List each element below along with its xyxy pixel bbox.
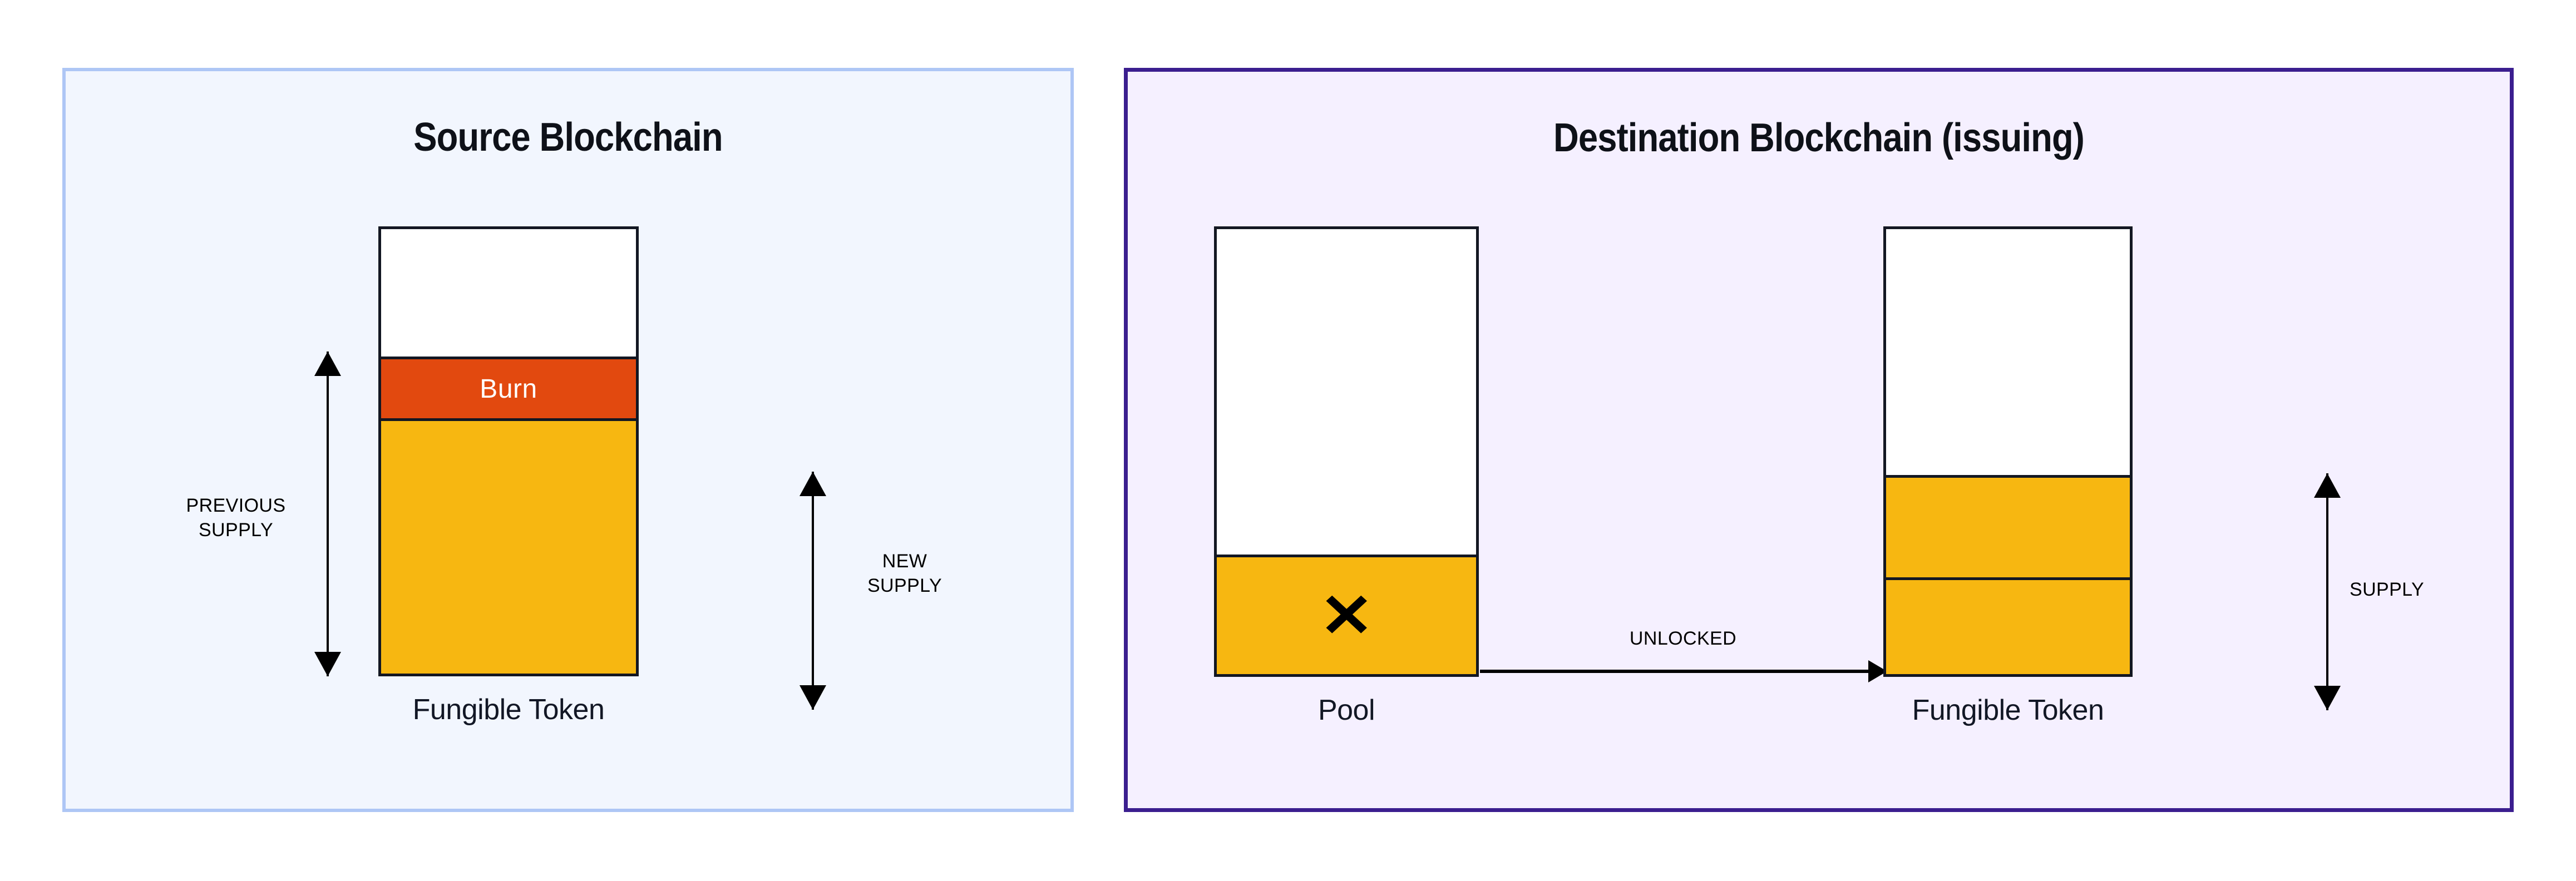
measure-shaft bbox=[2326, 473, 2328, 710]
dest-bar-segment-empty bbox=[1886, 229, 2130, 475]
unlocked-flow-arrow bbox=[1480, 660, 1887, 682]
source-bar-segment-new-supply bbox=[381, 421, 636, 674]
source-bar-segment-empty bbox=[381, 229, 636, 357]
pool-bar: ✕ bbox=[1214, 226, 1479, 677]
destination-bar-caption: Fungible Token bbox=[1912, 694, 2104, 726]
locked-x-icon: ✕ bbox=[1319, 582, 1374, 649]
new-supply-label: NEW SUPPLY bbox=[867, 551, 942, 596]
destination-supply-label: SUPPLY bbox=[2350, 579, 2425, 600]
destination-blockchain-panel: Destination Blockchain (issuing) ✕ Pool … bbox=[1124, 68, 2514, 812]
source-bar-caption: Fungible Token bbox=[412, 694, 605, 726]
pool-bar-segment-locked: ✕ bbox=[1217, 555, 1476, 674]
arrowhead-up-icon bbox=[314, 352, 341, 376]
arrowhead-down-icon bbox=[314, 652, 341, 676]
pool-bar-segment-empty bbox=[1217, 229, 1476, 555]
source-fungible-token-bar: Burn bbox=[378, 226, 639, 676]
unlocked-arrow-label: UNLOCKED bbox=[1629, 628, 1737, 649]
dest-bar-segment-existing-supply bbox=[1886, 475, 2130, 577]
destination-fungible-token-bar bbox=[1883, 226, 2133, 677]
arrowhead-down-icon bbox=[800, 685, 826, 710]
destination-panel-title: Destination Blockchain (issuing) bbox=[1553, 116, 2085, 160]
arrowhead-down-icon bbox=[2314, 686, 2341, 710]
previous-supply-label: PREVIOUS SUPPLY bbox=[186, 495, 286, 541]
dest-bar-segment-minted-supply bbox=[1886, 577, 2130, 674]
source-bar-segment-burn: Burn bbox=[381, 357, 636, 421]
destination-supply-measure-arrow bbox=[2314, 473, 2341, 710]
arrowhead-up-icon bbox=[800, 472, 826, 496]
source-blockchain-panel: Source Blockchain Burn Fungible Token PR… bbox=[62, 68, 1074, 812]
new-supply-measure-arrow bbox=[800, 472, 826, 710]
source-panel-title: Source Blockchain bbox=[413, 115, 723, 160]
arrowhead-up-icon bbox=[2314, 473, 2341, 498]
measure-shaft bbox=[812, 472, 814, 710]
burn-label: Burn bbox=[480, 374, 537, 404]
pool-bar-caption: Pool bbox=[1317, 694, 1375, 726]
previous-supply-measure-arrow bbox=[314, 352, 341, 676]
measure-shaft bbox=[327, 352, 329, 676]
